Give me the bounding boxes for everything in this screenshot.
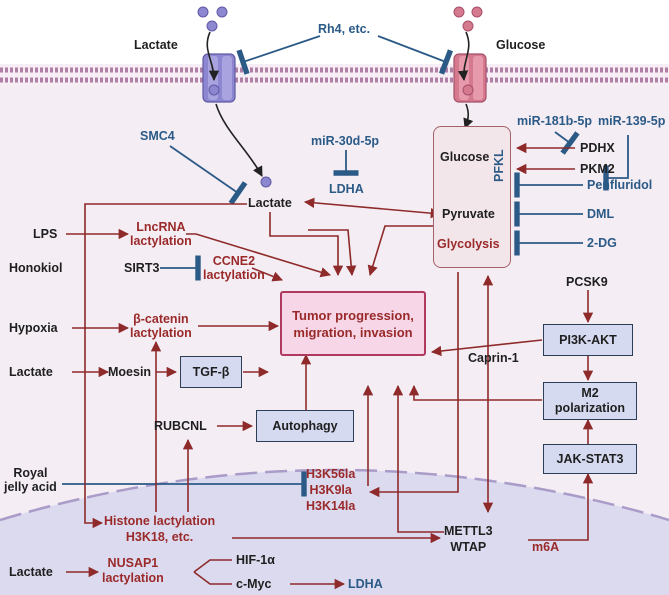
pdhx-label: PDHX bbox=[580, 141, 615, 155]
glucose-in-label: Glucose bbox=[496, 38, 546, 52]
nusap1-lactylation-label: NUSAP1 lactylation bbox=[102, 556, 164, 585]
glucose-label: Glucose bbox=[440, 150, 490, 164]
lactate-center-label: Lactate bbox=[248, 196, 292, 210]
pyruvate-label: Pyruvate bbox=[442, 207, 495, 221]
mir139-label: miR-139-5p bbox=[598, 114, 666, 128]
glycolysis-label: Glycolysis bbox=[437, 237, 500, 251]
activation-arrows bbox=[66, 142, 594, 590]
cell-membrane bbox=[0, 64, 669, 86]
rubcnl-label: RUBCNL bbox=[154, 419, 207, 433]
lactate-transporter-icon bbox=[202, 53, 236, 103]
pfkl-label: PFKL bbox=[492, 149, 506, 182]
bcatenin-lactylation-label: β-catenin lactylation bbox=[130, 312, 192, 340]
lactate-bottom-label: Lactate bbox=[9, 565, 53, 579]
honokiol-label: Honokiol bbox=[9, 261, 63, 275]
penfluridol-label: Penfluridol bbox=[587, 178, 653, 192]
rh4-label: Rh4, etc. bbox=[318, 22, 371, 36]
nuclear-envelope bbox=[0, 468, 669, 522]
mir181b-label: miR-181b-5p bbox=[517, 114, 593, 128]
nucleus bbox=[0, 470, 669, 595]
hif1a-label: HIF-1α bbox=[236, 553, 275, 567]
smc4-label: SMC4 bbox=[140, 129, 175, 143]
jak-stat3-box: JAK-STAT3 bbox=[543, 444, 637, 474]
glycolysis-box bbox=[433, 126, 511, 268]
m2-polarization-box: M2 polarization bbox=[543, 382, 637, 420]
histone-lactylation-label: Histone lactylation H3K18, etc. bbox=[104, 514, 216, 544]
lactate-moesin-label: Lactate bbox=[9, 365, 53, 379]
lps-label: LPS bbox=[33, 227, 58, 241]
lncrna-lactylation-label: LncRNA lactylation bbox=[130, 220, 192, 248]
cmyc-label: c-Myc bbox=[236, 577, 272, 591]
m6a-label: m6A bbox=[532, 540, 560, 554]
tumor-progression-box: Tumor progression, migration, invasion bbox=[280, 291, 426, 356]
moesin-label: Moesin bbox=[108, 365, 152, 379]
royal-jelly-label: Royal jelly acid bbox=[4, 466, 57, 494]
pkm2-label: PKM2 bbox=[580, 162, 615, 176]
hypoxia-label: Hypoxia bbox=[9, 321, 58, 335]
autophagy-box: Autophagy bbox=[256, 410, 354, 442]
lactate-molecules-icon bbox=[197, 6, 272, 188]
ldha-bottom-label: LDHA bbox=[348, 577, 383, 591]
tgfb-box: TGF-β bbox=[180, 356, 242, 388]
pi3k-akt-box: PI3K-AKT bbox=[543, 324, 633, 356]
ldha-label: LDHA bbox=[329, 182, 364, 196]
histone-marks-label: H3K56la H3K9la H3K14la bbox=[306, 467, 356, 513]
2dg-label: 2-DG bbox=[587, 236, 617, 250]
ccne2-lactylation-label: CCNE2 lactylation bbox=[203, 254, 265, 282]
dml-label: DML bbox=[587, 207, 615, 221]
sirt3-label: SIRT3 bbox=[124, 261, 160, 275]
mettl3-wtap-label: METTL3 WTAP bbox=[444, 524, 493, 554]
lactate-in-label: Lactate bbox=[134, 38, 178, 52]
pcsk9-label: PCSK9 bbox=[566, 275, 608, 289]
mir30d-label: miR-30d-5p bbox=[311, 134, 380, 148]
inhibition-lines bbox=[62, 35, 629, 497]
caprin1-label: Caprin-1 bbox=[468, 351, 519, 365]
